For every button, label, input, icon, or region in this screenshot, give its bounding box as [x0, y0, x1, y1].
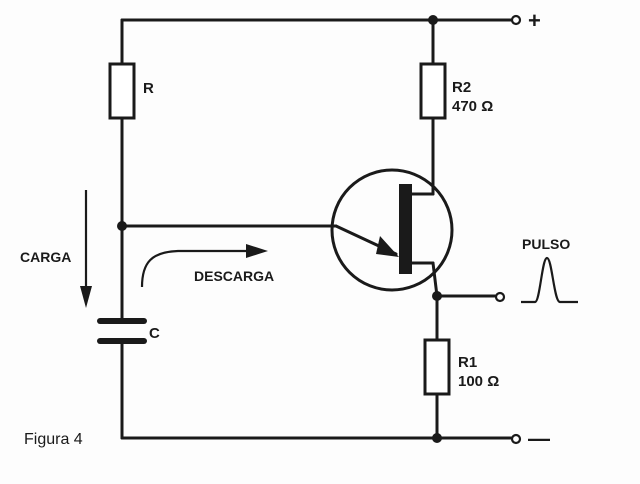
r1-name-label: R1: [458, 354, 477, 371]
r2-name-label: R2: [452, 79, 471, 96]
capacitor-c-label: C: [149, 325, 160, 342]
pulso-label: PULSO: [522, 236, 570, 252]
carga-arrow-head: [80, 286, 92, 308]
resistor-r2: [419, 62, 447, 120]
resistor-r-label: R: [143, 80, 154, 97]
descarga-arrow-shaft: [140, 249, 252, 288]
output-terminal: [494, 291, 506, 303]
b1-wire-down: [431, 261, 439, 298]
descarga-label: DESCARGA: [194, 268, 274, 284]
positive-terminal: [510, 14, 522, 26]
transistor-base-bar: [399, 184, 412, 274]
transistor-emitter-arrow: [376, 236, 399, 257]
r2-value-label: 470 Ω: [452, 98, 493, 115]
positive-label: +: [528, 8, 541, 33]
r1-value-label: 100 Ω: [458, 373, 499, 390]
negative-terminal: [510, 433, 522, 445]
carga-label: CARGA: [20, 249, 71, 265]
resistor-r1: [423, 338, 451, 396]
negative-label: —: [528, 426, 550, 451]
figure-caption: Figura 4: [24, 431, 83, 448]
transistor-envelope: [330, 168, 454, 292]
resistor-r: [108, 62, 136, 120]
descarga-arrow-head: [246, 244, 268, 258]
pulse-waveform: [521, 256, 578, 304]
